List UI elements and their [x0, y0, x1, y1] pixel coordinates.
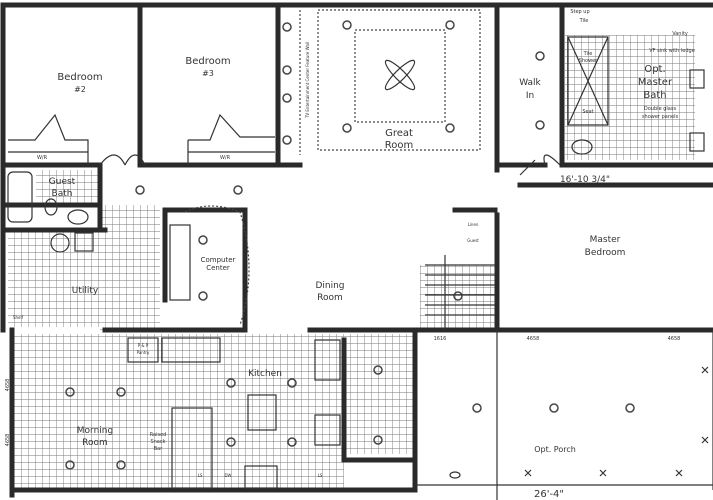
label-window-1616: 1616 — [434, 336, 447, 342]
label-vanity: Vanity — [672, 31, 688, 37]
label-shelf: Shelf — [13, 315, 24, 320]
label-great-room-2: Room — [385, 140, 413, 151]
toilet-master — [571, 139, 593, 155]
label-linen: Linen — [468, 222, 479, 227]
ceiling-fan-icon — [384, 59, 416, 91]
stairs — [425, 255, 495, 330]
closet-bedroom3 — [187, 113, 275, 165]
washer — [50, 233, 70, 253]
label-porch-width: 26'-4" — [534, 489, 564, 500]
kitchen-island — [247, 394, 277, 431]
computer-desk — [169, 224, 191, 301]
label-pantry-2: Pantry — [137, 350, 150, 355]
label-window-left-b: 4658 — [5, 434, 11, 447]
label-computer-center-2: Center — [206, 264, 230, 272]
pantry-area-tile — [344, 334, 414, 454]
label-guest: Guest — [467, 238, 479, 243]
vanity-sink-2 — [689, 132, 705, 152]
room-labels: Bedroom #2 Bedroom #3 W/R W/R TV Enterta… — [5, 9, 695, 500]
label-master-bath-2: Master — [638, 77, 673, 88]
refrigerator — [314, 339, 341, 381]
label-walk-in: Walk — [519, 78, 541, 88]
upper-cabinets — [161, 337, 221, 363]
label-step-up-2: Tile — [579, 18, 589, 24]
label-window-left-a: 4658 — [5, 379, 11, 392]
label-closet-2: W/R — [37, 155, 48, 161]
bathtub — [7, 171, 33, 223]
tile-shower — [567, 36, 609, 126]
vanity-sink-1 — [689, 69, 705, 89]
label-window-4658-b: 4658 — [668, 336, 681, 342]
porch-outline — [415, 330, 713, 500]
label-step-up: Step up — [570, 9, 589, 15]
label-tv-wall: TV Entertainment Center Feature Wall — [305, 42, 310, 119]
porch-markers — [449, 366, 709, 479]
label-utility: Utility — [72, 286, 99, 296]
utility-tile — [8, 232, 108, 327]
label-dining-room-2: Room — [317, 293, 343, 303]
label-kitchen: Kitchen — [248, 369, 282, 379]
label-shower-panels-2: shower panels — [642, 114, 679, 120]
label-bedroom3: Bedroom — [185, 56, 230, 67]
pantry — [127, 337, 159, 363]
label-morning-room: Morning — [77, 426, 113, 436]
label-pantry: P & P — [138, 343, 149, 348]
stair-tile — [420, 265, 495, 330]
label-ls-1: LS — [198, 473, 203, 478]
label-bedroom2: Bedroom — [57, 72, 102, 83]
label-walk-in-2: In — [526, 91, 534, 101]
light-fixtures — [65, 20, 635, 470]
label-tile-shower: Tile — [583, 51, 593, 57]
dryer — [74, 232, 94, 252]
label-vanity-note: VF sink with ledge — [649, 48, 695, 54]
label-dw: DW — [224, 473, 231, 478]
label-closet-3: W/R — [220, 155, 231, 161]
label-computer-center: Computer — [201, 256, 236, 264]
label-seat: Seat — [582, 109, 593, 115]
label-snack-bar-3: Bar — [154, 446, 163, 452]
label-master-bedroom: Master — [590, 235, 621, 245]
porch-width-label-bg — [518, 487, 580, 500]
label-bedroom2-num: #2 — [74, 85, 86, 94]
label-master-bedroom-2: Bedroom — [585, 248, 626, 258]
label-great-room: Great — [385, 128, 413, 139]
closet-bedroom2 — [8, 113, 89, 165]
label-guest-bath: Guest — [49, 177, 76, 187]
snack-bar — [171, 407, 213, 489]
master-bath-tile — [565, 35, 695, 160]
guest-sink — [67, 209, 89, 225]
ceiling-tray-inner — [354, 29, 446, 123]
label-master-width: 16'-10 3/4" — [560, 175, 610, 185]
kitchen-morning-tile — [14, 334, 344, 490]
label-window-4658-a: 4658 — [527, 336, 540, 342]
range — [314, 414, 341, 446]
label-bedroom3-num: #3 — [202, 69, 214, 78]
door-swing — [99, 154, 561, 176]
label-shower-panels: Double glass — [644, 106, 677, 112]
label-morning-room-2: Room — [82, 438, 108, 448]
label-master-bath-3: Bath — [643, 90, 666, 101]
label-master-bath: Opt. — [644, 64, 665, 75]
label-porch: Opt. Porch — [534, 445, 576, 454]
ceiling-tray-outer — [317, 9, 481, 151]
label-dining-room: Dining — [315, 281, 344, 291]
hall-tile — [100, 205, 160, 330]
label-snack-bar-2: Snack — [150, 439, 165, 445]
label-guest-bath-2: Bath — [52, 189, 73, 199]
guest-bath-tile — [36, 170, 100, 205]
label-tile-shower-2: Shower — [579, 58, 599, 64]
toilet-guest — [44, 198, 58, 216]
label-ls-2: LS — [318, 473, 323, 478]
kitchen-sink — [244, 465, 278, 489]
label-snack-bar: Raised — [150, 432, 167, 438]
